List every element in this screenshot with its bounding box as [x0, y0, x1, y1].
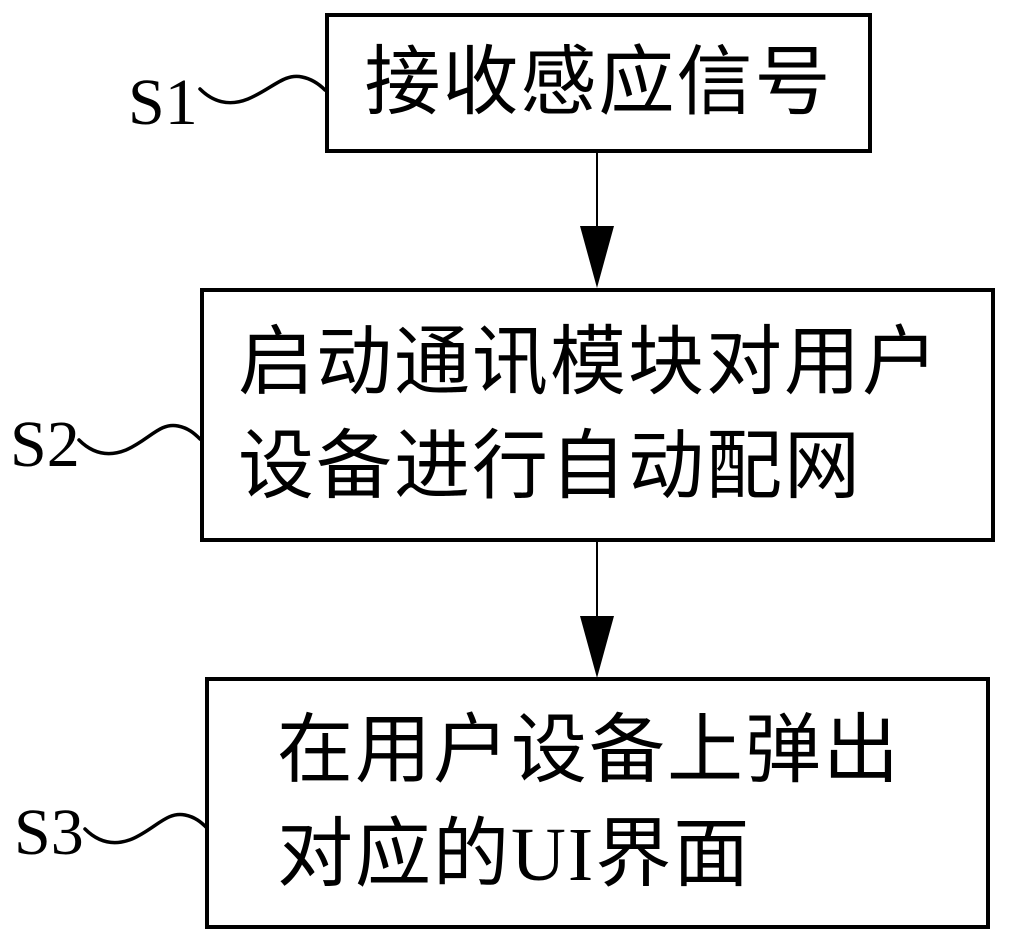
step-text-s3-line2: 对应的UI界面 — [277, 813, 752, 897]
squiggle-connector-s3 — [83, 812, 209, 845]
step-text-s1-line1: 接收感应信号 — [364, 41, 833, 125]
step-label-s1: S1 — [128, 66, 198, 139]
arrow-head-s2-s3 — [580, 616, 614, 678]
arrow-head-s1-s2 — [580, 226, 614, 288]
step-label-s2: S2 — [10, 408, 80, 481]
arrow-line-s2-s3 — [596, 542, 598, 621]
step-box-s3: 在用户设备上弹出 对应的UI界面 — [205, 677, 990, 929]
step-label-s3: S3 — [14, 796, 84, 869]
squiggle-connector-s2 — [77, 423, 202, 456]
step-text-s3-line1: 在用户设备上弹出 — [277, 709, 901, 793]
arrow-line-s1-s2 — [596, 153, 598, 231]
step-box-s1: 接收感应信号 — [325, 13, 872, 153]
squiggle-connector-s1 — [198, 74, 327, 105]
step-box-s2: 启动通讯模块对用户 设备进行自动配网 — [200, 288, 995, 542]
step-text-s2-line1: 启动通讯模块对用户 — [238, 321, 940, 405]
step-text-s2-line2: 设备进行自动配网 — [238, 425, 862, 509]
